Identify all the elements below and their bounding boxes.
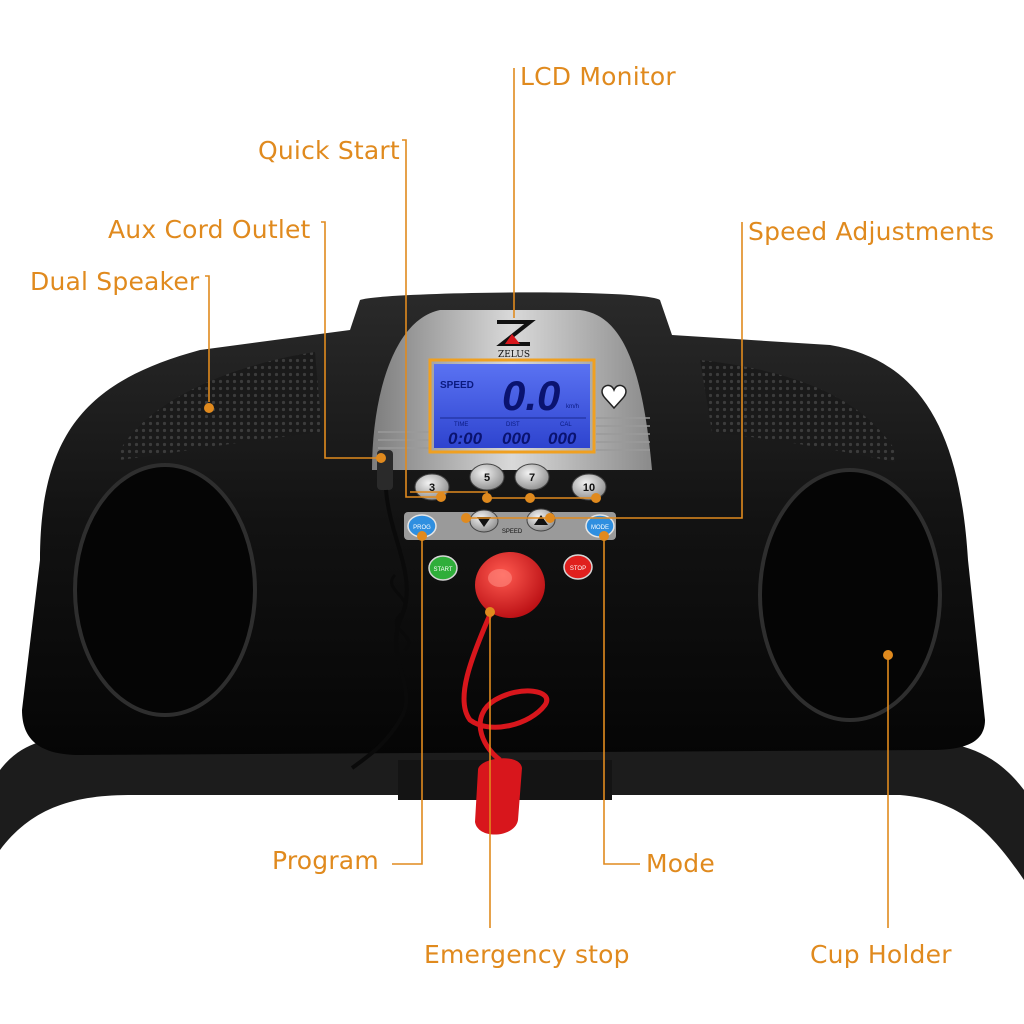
control-strip	[404, 512, 616, 540]
brand-name: ZELUS	[498, 350, 530, 360]
left-cup-holder	[73, 463, 257, 717]
quick-speed-button-5[interactable]: 5	[469, 463, 505, 491]
stop-button-label: STOP	[570, 566, 586, 572]
callout-program: Program	[272, 846, 379, 875]
speed-down-button[interactable]	[469, 509, 499, 533]
lcd-dist-label: DIST	[506, 422, 520, 428]
start-button[interactable]: START	[428, 555, 458, 581]
callout-dual-speaker: Dual Speaker	[30, 267, 200, 296]
quick-speed-label: 3	[429, 482, 435, 494]
quick-speed-label: 5	[484, 472, 490, 484]
right-cup-holder	[758, 468, 942, 722]
lcd-speed-value: 0.0	[502, 372, 560, 419]
heart-rate-icon	[601, 384, 627, 410]
quick-speed-button-7[interactable]: 7	[514, 463, 550, 491]
panel-stripes	[378, 417, 650, 451]
lcd-speed-unit: km/h	[566, 404, 579, 410]
callout-emergency-stop: Emergency stop	[424, 940, 630, 969]
quick-speed-button-10[interactable]: 10	[571, 473, 607, 501]
right-speaker-grille	[700, 360, 895, 462]
callout-lcd-monitor: LCD Monitor	[520, 62, 676, 91]
speed-label: SPEED	[502, 529, 523, 535]
safety-cord	[461, 608, 550, 762]
callout-cup-holder: Cup Holder	[810, 940, 952, 969]
left-speaker-grille	[120, 352, 322, 460]
program-button[interactable]: PROG	[407, 514, 437, 538]
program-button-label: PROG	[413, 525, 431, 531]
callout-aux-cord-outlet: Aux Cord Outlet	[108, 215, 311, 244]
lcd-dist-digits: 000	[502, 429, 531, 448]
lcd-screen	[434, 364, 590, 448]
callout-quick-start: Quick Start	[258, 136, 400, 165]
brand-logo: ZELUS	[496, 320, 536, 360]
handrail	[0, 736, 1024, 880]
lcd-time-label: TIME	[454, 422, 468, 428]
lcd-speed-label: SPEED	[440, 380, 474, 391]
lcd-cal-digits: 000	[548, 429, 577, 448]
mode-button-label: MODE	[591, 525, 609, 531]
callout-mode: Mode	[646, 849, 715, 878]
stop-button[interactable]: STOP	[563, 554, 593, 580]
arrow-down-icon	[477, 517, 491, 527]
quick-speed-label: 10	[583, 482, 595, 494]
lcd-frame	[428, 358, 596, 454]
callout-dots	[204, 403, 893, 660]
quick-speed-label: 7	[529, 472, 535, 484]
lcd-time-digits: 0:00	[448, 429, 483, 448]
emergency-stop-key[interactable]	[461, 552, 550, 835]
callout-speed-adjustments: Speed Adjustments	[748, 217, 995, 246]
start-button-label: START	[433, 567, 452, 573]
safety-clip	[475, 758, 522, 835]
lcd-cal-label: CAL	[560, 422, 572, 428]
arrow-up-icon	[534, 515, 548, 525]
